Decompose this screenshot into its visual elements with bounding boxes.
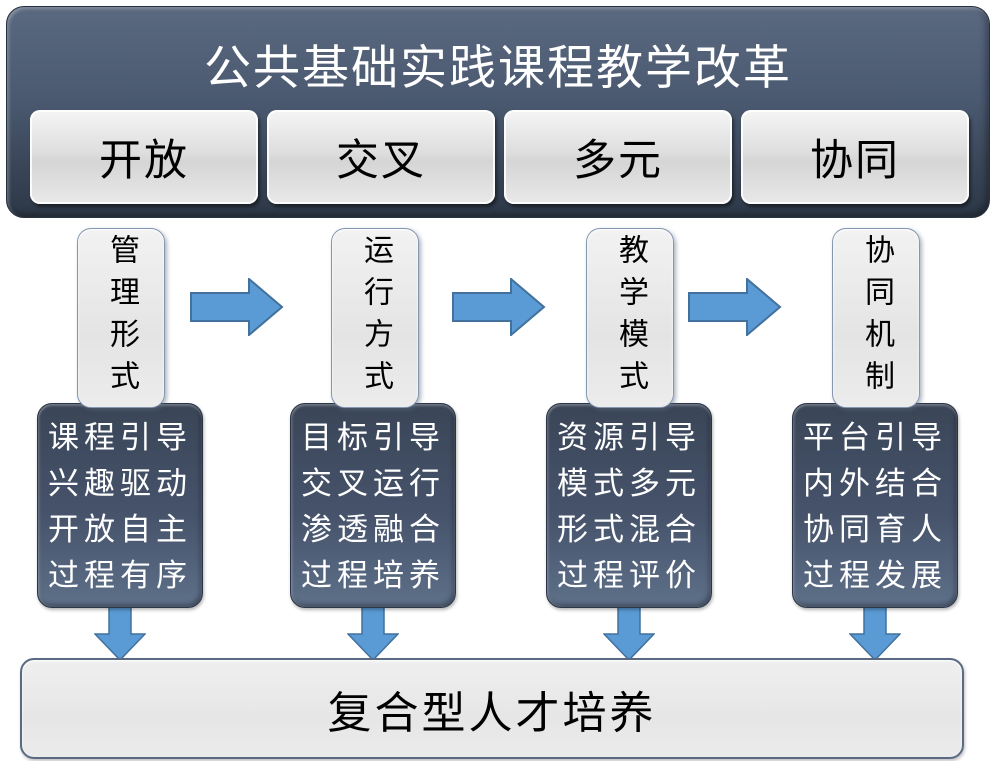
detail-line: 协同育人 bbox=[803, 512, 947, 548]
detail-line: 内外结合 bbox=[803, 466, 947, 502]
down-arrow-icon bbox=[849, 606, 901, 661]
outcome-box: 复合型人才培养 bbox=[20, 658, 964, 759]
detail-line: 兴趣驱动 bbox=[48, 466, 192, 502]
column-label-operation-mode: 运行方式 bbox=[331, 228, 419, 408]
detail-line: 目标引导 bbox=[301, 420, 445, 456]
feature-box-cross: 交叉 bbox=[267, 110, 495, 204]
detail-box-operation-mode: 目标引导 交叉运行 渗透融合 过程培养 bbox=[290, 403, 456, 608]
detail-line: 过程培养 bbox=[301, 558, 445, 594]
column-label-management-form: 管理形式 bbox=[77, 228, 165, 408]
column-label-synergy-mechanism: 协同机制 bbox=[832, 228, 920, 408]
detail-box-management-form: 课程引导 兴趣驱动 开放自主 过程有序 bbox=[37, 403, 203, 608]
detail-line: 形式混合 bbox=[557, 512, 701, 548]
detail-line: 过程有序 bbox=[48, 558, 192, 594]
detail-box-teaching-model: 资源引导 模式多元 形式混合 过程评价 bbox=[546, 403, 712, 608]
feature-box-synergy: 协同 bbox=[741, 110, 969, 204]
detail-box-synergy-mechanism: 平台引导 内外结合 协同育人 过程发展 bbox=[792, 403, 958, 608]
detail-line: 开放自主 bbox=[48, 512, 192, 548]
right-arrow-icon bbox=[452, 278, 546, 336]
detail-line: 渗透融合 bbox=[301, 512, 445, 548]
detail-line: 课程引导 bbox=[48, 420, 192, 456]
detail-line: 交叉运行 bbox=[301, 466, 445, 502]
down-arrow-icon bbox=[347, 606, 399, 661]
feature-row: 开放 交叉 多元 协同 bbox=[30, 110, 969, 204]
detail-line: 过程发展 bbox=[803, 558, 947, 594]
down-arrow-icon bbox=[603, 606, 655, 661]
outcome-label: 复合型人才培养 bbox=[327, 688, 657, 738]
detail-line: 资源引导 bbox=[557, 420, 701, 456]
right-arrow-icon bbox=[190, 278, 284, 336]
down-arrow-icon bbox=[94, 606, 146, 661]
feature-box-open: 开放 bbox=[30, 110, 258, 204]
page-title: 公共基础实践课程教学改革 bbox=[204, 41, 792, 94]
header-panel: 公共基础实践课程教学改革 开放 交叉 多元 协同 bbox=[6, 6, 990, 218]
detail-line: 平台引导 bbox=[803, 420, 947, 456]
right-arrow-icon bbox=[688, 278, 782, 336]
column-label-teaching-model: 教学模式 bbox=[586, 228, 674, 408]
detail-line: 过程评价 bbox=[557, 558, 701, 594]
detail-line: 模式多元 bbox=[557, 466, 701, 502]
feature-box-diverse: 多元 bbox=[504, 110, 732, 204]
